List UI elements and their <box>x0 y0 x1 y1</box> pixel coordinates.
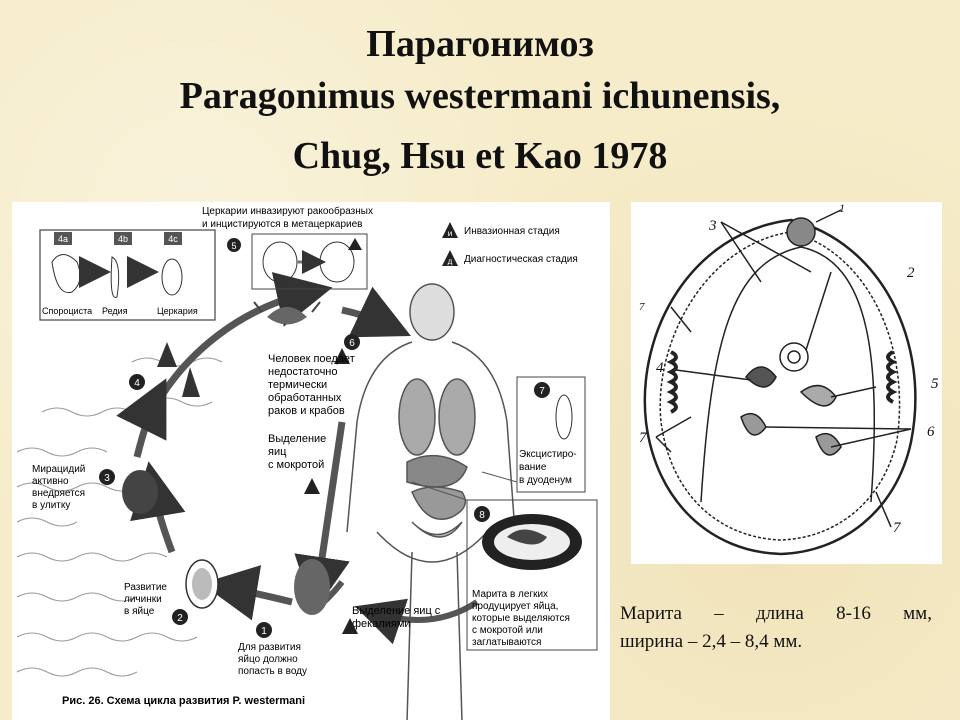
step8-box: 8 <box>466 499 598 651</box>
water-waves <box>16 357 223 677</box>
marita-label-7b: 7 <box>639 430 648 446</box>
miracidium-icon <box>122 470 158 514</box>
marita-label-7a: 7 <box>639 301 645 313</box>
svg-text:Спороциста: Спороциста <box>42 306 92 316</box>
svg-text:Эксцистиро-: Эксцистиро- <box>519 449 577 460</box>
svg-text:фекалиями: фекалиями <box>352 618 411 630</box>
lifecycle-diagram: 4a 4b 4c Спороциста Редия Церкария Церка… <box>12 202 610 720</box>
svg-text:Диагностическая стадия: Диагностическая стадия <box>464 254 578 265</box>
legend: и Инвазионная стадия д Диагностическая с… <box>442 222 578 266</box>
svg-text:Для развития: Для развития <box>238 642 301 653</box>
step3-text: Мирацидий активно внедряется в улитку <box>32 464 85 511</box>
marita-label-5: 5 <box>931 376 939 392</box>
svg-text:в яйце: в яйце <box>124 606 155 617</box>
svg-text:Инвазионная стадия: Инвазионная стадия <box>464 226 560 237</box>
svg-text:продуцирует яйца,: продуцирует яйца, <box>472 601 558 612</box>
svg-text:которые выделяются: которые выделяются <box>472 613 570 624</box>
metacercaria-box <box>251 233 368 290</box>
svg-text:2: 2 <box>177 613 183 624</box>
svg-text:4: 4 <box>134 378 140 389</box>
svg-text:попасть в воду: попасть в воду <box>238 666 307 677</box>
svg-text:и: и <box>448 229 452 238</box>
svg-text:3: 3 <box>104 473 110 484</box>
svg-text:внедряется: внедряется <box>32 488 85 499</box>
svg-text:заглатываются: заглатываются <box>472 637 541 648</box>
slide-title-authors: Chug, Hsu et Kao 1978 <box>292 135 668 177</box>
svg-text:Выделение яиц с: Выделение яиц с <box>352 605 441 617</box>
svg-text:яиц: яиц <box>268 446 287 458</box>
svg-text:обработанных: обработанных <box>268 392 342 404</box>
svg-text:Мирацидий: Мирацидий <box>32 464 85 475</box>
marita-drawing: 1 2 3 4 5 6 7 7 7 <box>631 201 942 564</box>
marita-label-3: 3 <box>708 218 717 234</box>
svg-text:в улитку: в улитку <box>32 500 70 511</box>
svg-text:с мокротой или: с мокротой или <box>472 625 543 636</box>
step5-text: Церкарии инвазируют ракообразных <box>202 205 373 217</box>
marita-label-4: 4 <box>656 360 664 376</box>
feces-text: Выделение яиц с фекалиями <box>352 605 441 630</box>
svg-text:Человек поедает: Человек поедает <box>268 353 355 365</box>
svg-text:5: 5 <box>231 241 236 251</box>
svg-text:личинки: личинки <box>124 594 162 605</box>
svg-text:Развитие: Развитие <box>124 582 167 593</box>
marita-label-2: 2 <box>907 265 915 281</box>
svg-text:Выделение: Выделение <box>268 433 326 445</box>
step1-text: Для развития яйцо должно попасть в воду <box>238 642 307 677</box>
svg-text:вание: вание <box>519 462 547 473</box>
step7-box: 7 Эксцистиро- вание в дуоденум <box>516 376 586 493</box>
egg-icon <box>294 559 330 615</box>
sputum-text: Выделение яиц с мокротой <box>268 433 326 471</box>
svg-text:7: 7 <box>539 386 545 397</box>
slide-title-species: Paragonimus westermani ichunensis, <box>179 75 781 117</box>
marita-label-7c: 7 <box>893 520 902 536</box>
marita-label-6: 6 <box>927 424 935 440</box>
svg-text:1: 1 <box>261 626 267 637</box>
svg-text:6: 6 <box>349 338 355 349</box>
step4-stages-box: 4a 4b 4c Спороциста Редия Церкария <box>39 229 216 321</box>
svg-text:недостаточно: недостаточно <box>268 366 338 378</box>
svg-text:4b: 4b <box>118 234 128 244</box>
svg-text:и инцистируются в метацеркарие: и инцистируются в метацеркариев <box>202 219 362 230</box>
svg-text:с мокротой: с мокротой <box>268 459 324 471</box>
svg-text:4c: 4c <box>168 234 178 244</box>
crab-icon <box>253 301 321 325</box>
step6-text: Человек поедает недостаточно термически … <box>268 353 355 417</box>
svg-text:Церкария: Церкария <box>157 306 198 316</box>
step8-text: Марита в легких продуцирует яйца, которы… <box>472 589 570 648</box>
step2-text: Развитие личинки в яйце <box>124 582 167 617</box>
svg-text:Редия: Редия <box>102 306 128 316</box>
figure-caption: Рис. 26. Схема цикла развития P. westerm… <box>62 695 305 707</box>
svg-text:яйцо должно: яйцо должно <box>238 654 298 665</box>
snail-icon <box>157 342 200 397</box>
svg-text:4a: 4a <box>58 234 68 244</box>
marita-label-1: 1 <box>839 202 845 215</box>
svg-text:д: д <box>448 257 453 266</box>
svg-text:активно: активно <box>32 476 69 487</box>
slide-title: Парагонимоз <box>366 23 594 65</box>
svg-text:раков и крабов: раков и крабов <box>268 405 345 417</box>
svg-text:термически: термически <box>268 379 327 391</box>
svg-text:Марита в легких: Марита в легких <box>472 589 548 600</box>
svg-text:в дуоденум: в дуоденум <box>519 475 572 486</box>
marita-size-caption: Марита – длина 8-16 мм, ширина – 2,4 – 8… <box>620 603 932 652</box>
svg-text:8: 8 <box>479 510 485 521</box>
human-body-figure <box>346 283 516 720</box>
